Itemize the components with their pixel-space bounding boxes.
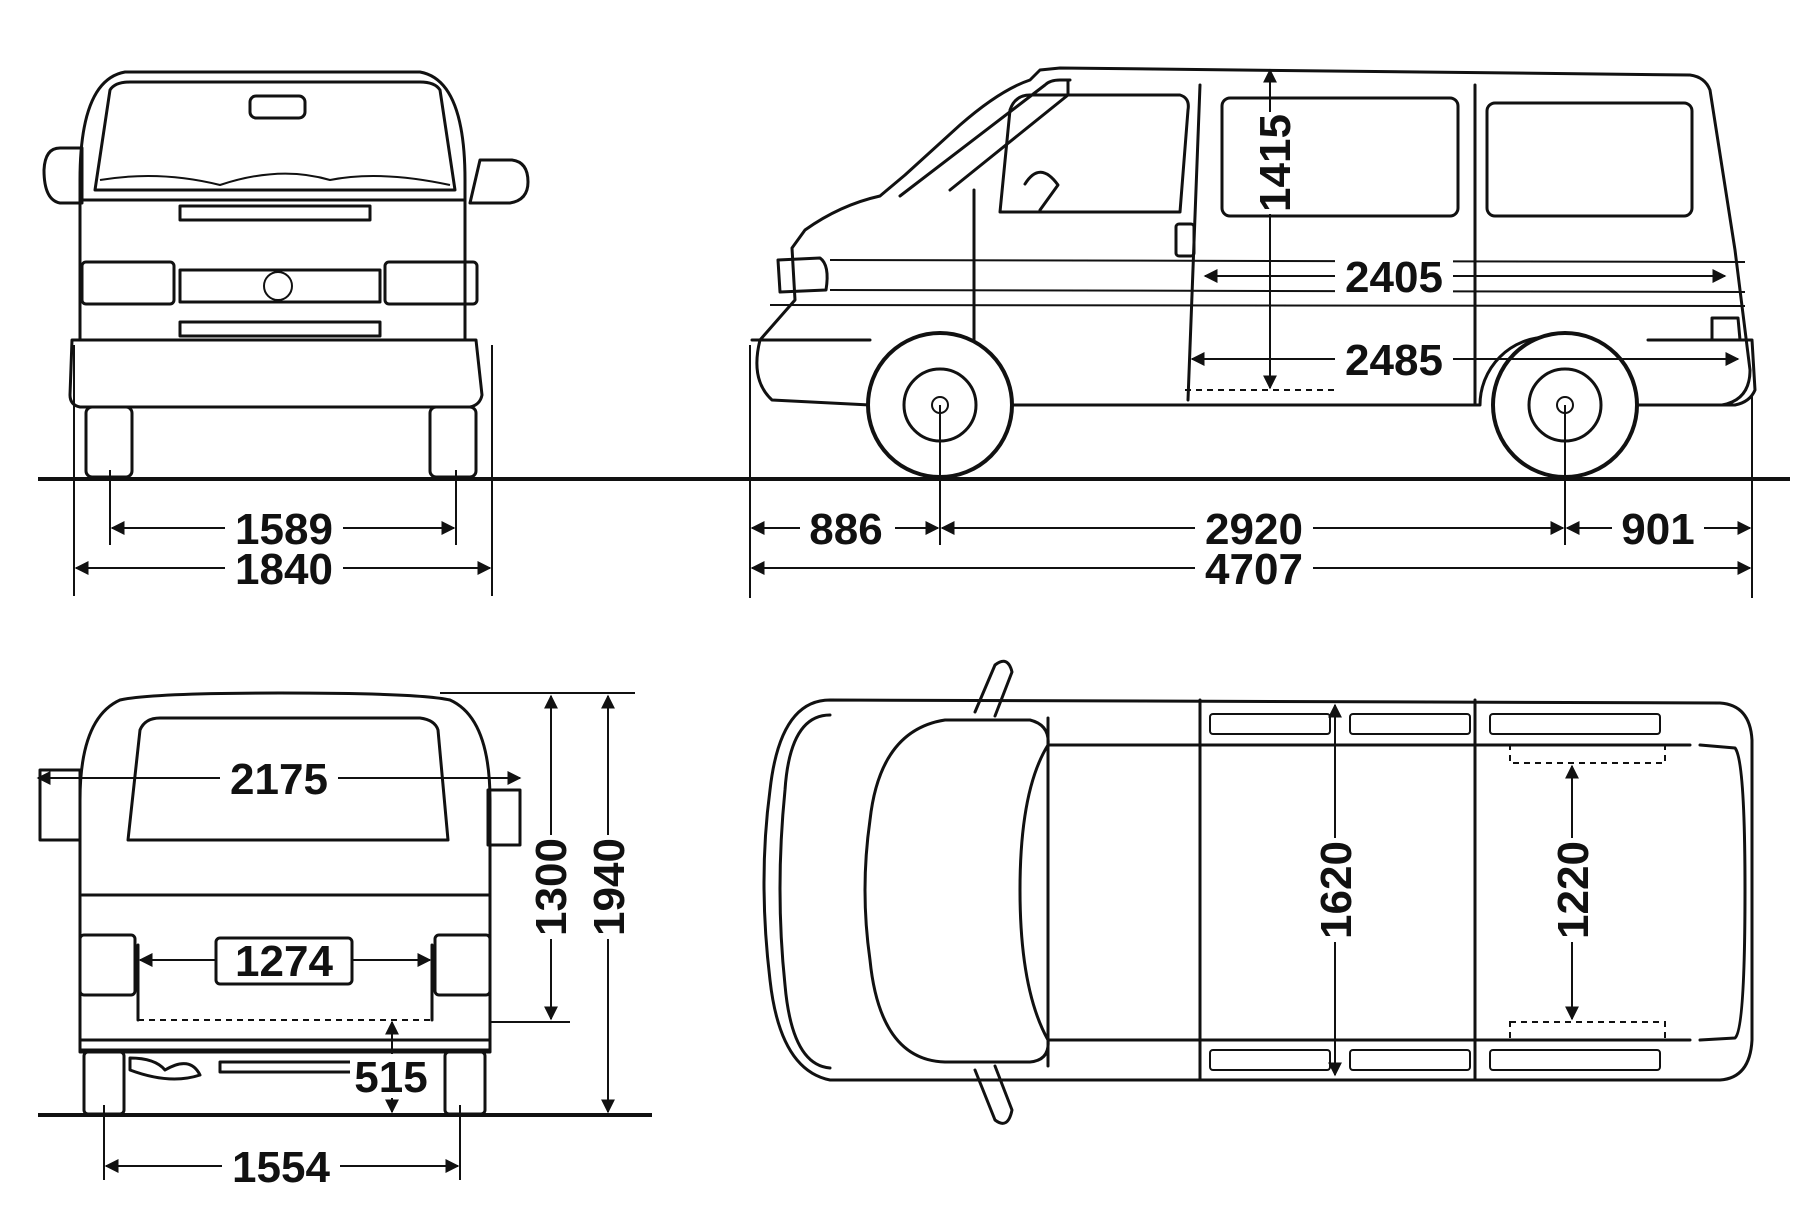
label-rear-track: 1554 xyxy=(232,1143,330,1192)
label-rear-overhang: 901 xyxy=(1621,505,1694,554)
rear-view xyxy=(38,691,522,1116)
label-interior-height: 1415 xyxy=(1251,114,1300,212)
label-cargo-length-upper: 2405 xyxy=(1345,253,1443,302)
label-overall-height: 1940 xyxy=(585,838,634,936)
label-rear-opening-height: 1300 xyxy=(527,838,576,936)
dimension-annotations: 1589 1840 886 2920 901 4707 1415 2405 xyxy=(36,68,1753,1192)
rear-plate xyxy=(214,936,354,986)
label-front-width: 1840 xyxy=(235,545,333,594)
label-front-track: 1589 xyxy=(235,505,333,554)
top-view xyxy=(762,659,1754,1125)
front-view xyxy=(42,70,530,479)
label-width-between-arches: 1220 xyxy=(1549,841,1598,939)
label-wheelbase: 2920 xyxy=(1205,505,1303,554)
label-mirror-width: 2175 xyxy=(230,755,328,804)
label-cargo-length-lower: 2485 xyxy=(1345,336,1443,385)
label-load-sill-height: 515 xyxy=(354,1053,427,1102)
label-interior-width: 1620 xyxy=(1312,841,1361,939)
label-front-overhang: 886 xyxy=(809,505,882,554)
label-overall-length: 4707 xyxy=(1205,545,1303,594)
label-rear-opening-width: 1274 xyxy=(235,937,333,986)
